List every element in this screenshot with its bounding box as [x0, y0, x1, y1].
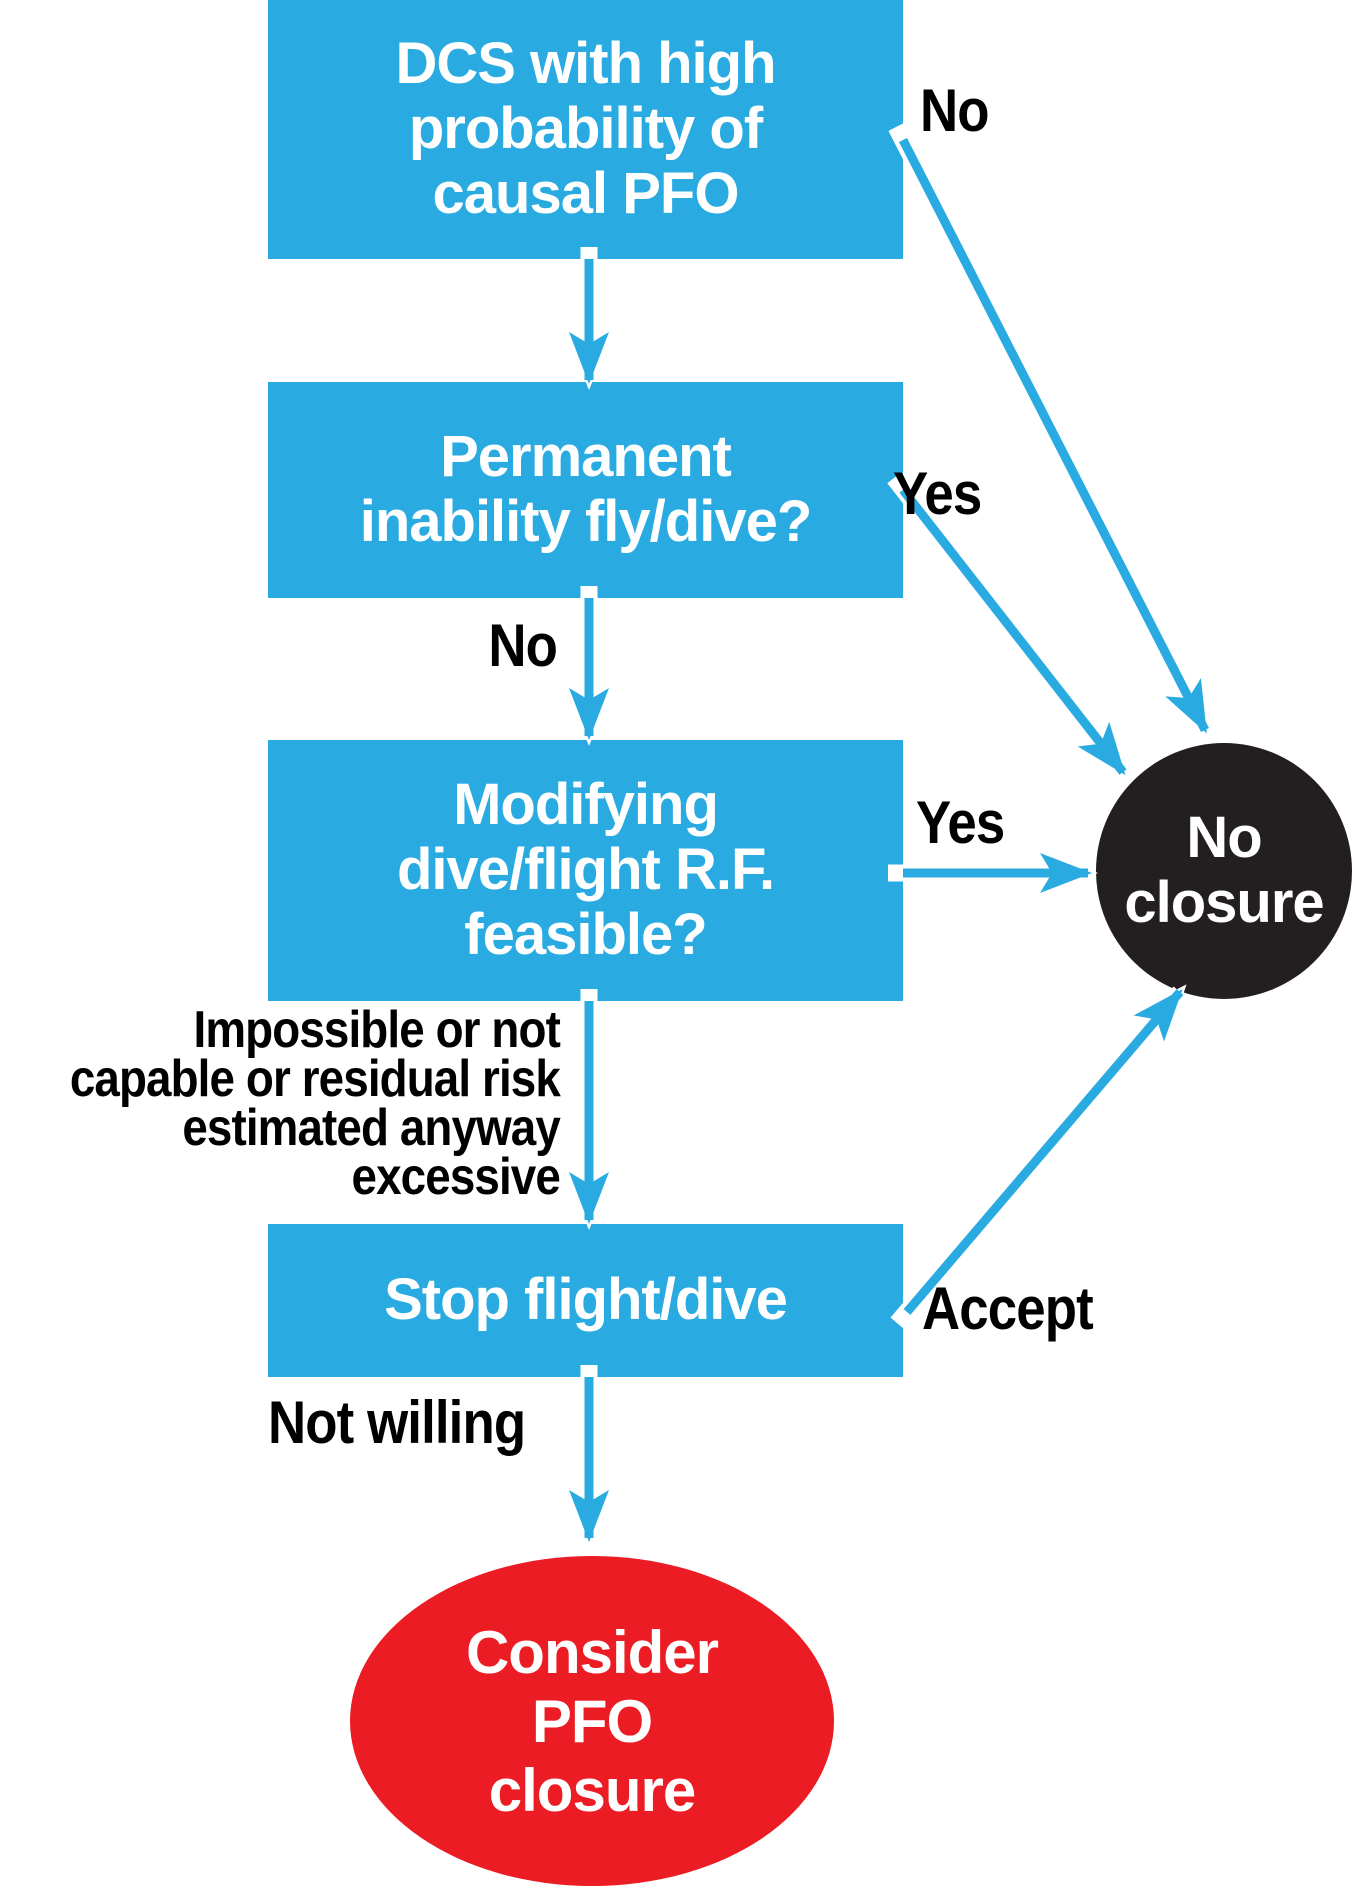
node-modifying-label: Modifying dive/flight R.F. feasible? — [396, 772, 775, 967]
terminal-no-closure: No closure — [1096, 743, 1352, 999]
terminal-consider-pfo-closure: Consider PFO closure — [350, 1556, 834, 1886]
edge-label-impossible-note: Impossible or not capable or residual ri… — [69, 1001, 561, 1206]
edge-label-accept: Accept — [922, 1275, 1094, 1342]
node-dcs-high-probability: DCS with high probability of causal PFO — [268, 0, 903, 259]
arrow-no-to-no-closure — [888, 123, 1213, 739]
node-permanent-inability: Permanent inability fly/dive? — [268, 382, 903, 598]
node-dcs-label: DCS with high probability of causal PFO — [395, 31, 776, 226]
terminal-no-closure-label: No closure — [1124, 805, 1324, 935]
node-permanent-label: Permanent inability fly/dive? — [359, 424, 813, 554]
node-stop-flight-dive: Stop flight/dive — [268, 1224, 903, 1377]
arrow-yes-permanent-to-no-closure — [887, 472, 1130, 780]
edge-label-yes-permanent: Yes — [893, 460, 982, 527]
edge-label-no-top: No — [920, 77, 990, 144]
arrow-accept-to-no-closure — [890, 984, 1187, 1329]
node-stop-label: Stop flight/dive — [384, 1267, 788, 1333]
terminal-consider-label: Consider PFO closure — [465, 1618, 719, 1824]
edge-label-not-willing: Not willing — [268, 1389, 526, 1456]
edge-label-no-permanent: No — [488, 612, 558, 679]
edge-label-yes-modifying: Yes — [916, 789, 1005, 856]
node-modifying-feasible: Modifying dive/flight R.F. feasible? — [268, 740, 903, 1001]
